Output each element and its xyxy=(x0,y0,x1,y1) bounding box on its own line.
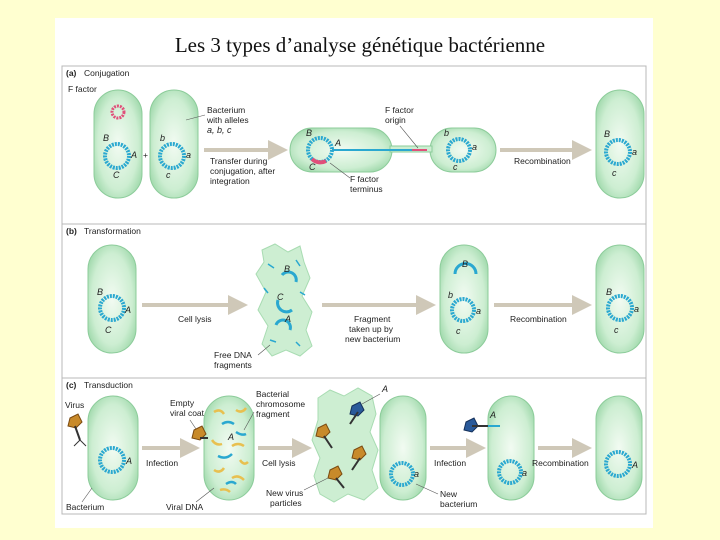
uptake-gene-B: B xyxy=(462,259,468,269)
infection-label-2: Infection xyxy=(434,458,466,468)
plus-sign: + xyxy=(143,150,148,160)
recip-gene-b: b xyxy=(448,290,453,300)
recombination-label-a: Recombination xyxy=(514,156,571,166)
gene-c-label: c xyxy=(166,170,171,180)
virus-label: Virus xyxy=(65,400,84,410)
mating-gene-c: c xyxy=(453,162,458,172)
gene-a-label: a xyxy=(186,150,191,160)
gene-A-label: A xyxy=(130,150,137,160)
terminus-label-1: F factor xyxy=(350,174,379,184)
section-b-title: Transformation xyxy=(84,226,141,236)
viral-dna-pointer xyxy=(196,488,214,502)
gene-B-label: B xyxy=(103,133,109,143)
lys-gene-C: C xyxy=(105,325,112,335)
infected-gene-A: A xyxy=(227,432,234,442)
recip-gene-a: a xyxy=(476,306,481,316)
infecting-virus-icon xyxy=(68,414,86,446)
mating-gene-A: A xyxy=(334,138,341,148)
viral-dna-label: Viral DNA xyxy=(166,502,203,512)
mating-gene-b: b xyxy=(444,128,449,138)
recombinant-cell-a xyxy=(596,90,644,198)
recombinant-cell-b xyxy=(596,245,644,353)
section-c-label: (c) xyxy=(66,380,77,390)
terminus-label-2: terminus xyxy=(350,184,383,194)
new-bacterium-label-2: bacterium xyxy=(440,499,477,509)
lysed-cell-debris xyxy=(256,244,312,356)
recomb-b-gene-B: B xyxy=(606,287,612,297)
bacterium-label-c: Bacterium xyxy=(66,502,104,512)
recomb-c-gene-A: A xyxy=(631,460,638,470)
fragment-label-2: taken up by xyxy=(349,324,394,334)
mating-gene-a: a xyxy=(472,142,477,152)
lysing-cell xyxy=(88,245,136,353)
transducing-gene-A: A xyxy=(381,384,388,394)
origin-label-2: origin xyxy=(385,115,406,125)
recomb-b-gene-a: a xyxy=(634,304,639,314)
empty-coat-label-2: viral coat xyxy=(170,408,205,418)
transduced-gene-a: a xyxy=(522,468,527,478)
recomb-a-gene-a: a xyxy=(632,147,637,157)
fragment-label-3: new bacterium xyxy=(345,334,400,344)
new-virus-label-2: particles xyxy=(270,498,302,508)
recombinant-cell-c xyxy=(596,396,642,500)
bact-chrom-label-2: chromosome xyxy=(256,399,305,409)
bacterium-c-pointer xyxy=(82,488,92,502)
section-a-title: Conjugation xyxy=(84,68,130,78)
recomb-a-gene-c: c xyxy=(612,168,617,178)
transfer-label-2: conjugation, after xyxy=(210,166,275,176)
transfer-label-1: Transfer during xyxy=(210,156,268,166)
free-dna-label-2: fragments xyxy=(214,360,252,370)
infected-cell xyxy=(204,396,254,500)
section-b-frame xyxy=(62,224,646,378)
mating-recipient-cell xyxy=(430,128,496,172)
f-factor-label: F factor xyxy=(68,84,97,94)
free-dna-label-1: Free DNA xyxy=(214,350,252,360)
frag-gene-C: C xyxy=(277,292,284,302)
mating-gene-B: B xyxy=(306,128,312,138)
mating-gene-C: C xyxy=(309,162,316,172)
fragment-label-1: Fragment xyxy=(354,314,391,324)
origin-label-1: F factor xyxy=(385,105,414,115)
recomb-b-gene-c: c xyxy=(614,325,619,335)
lys-gene-A: A xyxy=(124,305,131,315)
infection-label-1: Infection xyxy=(146,458,178,468)
recomb-a-gene-B: B xyxy=(604,129,610,139)
origin-pointer xyxy=(400,126,418,148)
frag-gene-A: A xyxy=(284,314,291,324)
new-virus-label-1: New virus xyxy=(266,488,303,498)
gene-C-label: C xyxy=(113,170,120,180)
recombination-label-b: Recombination xyxy=(510,314,567,324)
frag-gene-B: B xyxy=(284,264,290,274)
new-bact-gene-a: a xyxy=(414,469,419,479)
empty-coat-label-1: Empty xyxy=(170,398,195,408)
lys-gene-B: B xyxy=(97,287,103,297)
recombination-label-c: Recombination xyxy=(532,458,589,468)
bacterium-label-2: with alleles xyxy=(206,115,249,125)
transfer-label-3: integration xyxy=(210,176,250,186)
lysed-infected-cell xyxy=(312,388,378,502)
new-bacterium-label-1: New xyxy=(440,489,458,499)
section-b-label: (b) xyxy=(66,226,77,236)
recip-gene-c: c xyxy=(456,326,461,336)
section-a-label: (a) xyxy=(66,68,77,78)
section-c-title: Transduction xyxy=(84,380,133,390)
cell-lysis-label-b: Cell lysis xyxy=(178,314,212,324)
bact-chrom-label-3: fragment xyxy=(256,409,290,419)
cell-lysis-label-c: Cell lysis xyxy=(262,458,296,468)
bacterium-label-1: Bacterium xyxy=(207,105,245,115)
injected-gene-A: A xyxy=(489,410,496,420)
bact-chrom-label-1: Bacterial xyxy=(256,389,289,399)
gene-b-label: b xyxy=(160,133,165,143)
bacterium-label-3: a, b, c xyxy=(207,125,232,135)
host-gene-A: A xyxy=(125,456,132,466)
